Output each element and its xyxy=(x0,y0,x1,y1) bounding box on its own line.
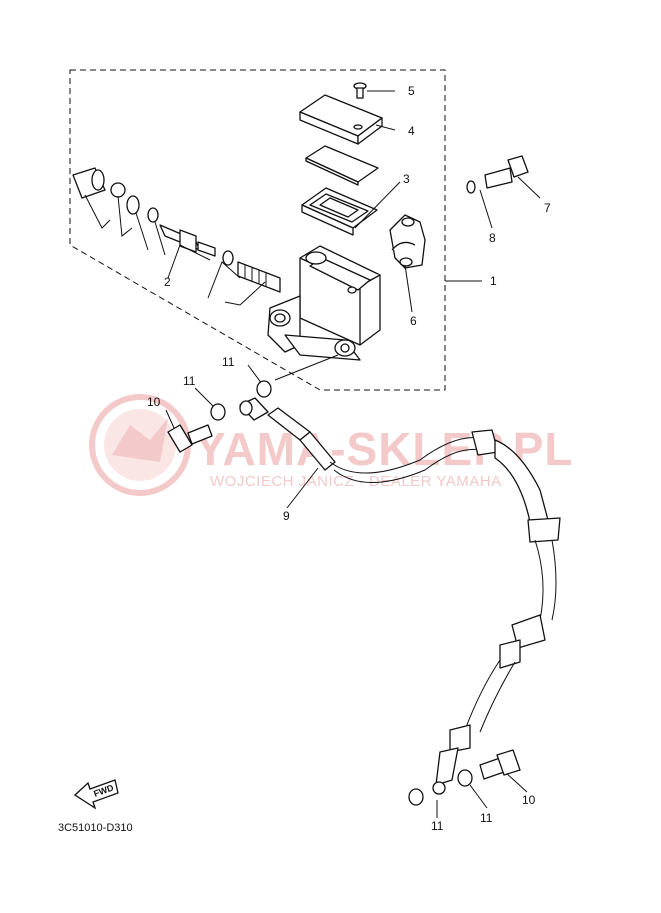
diagram-code: 3C51010-D310 xyxy=(58,822,133,834)
callout-8: 8 xyxy=(489,231,496,245)
callout-4: 4 xyxy=(408,124,415,138)
callout-11-a: 11 xyxy=(222,355,235,369)
assembly-boundary xyxy=(69,69,446,391)
callout-9: 9 xyxy=(283,509,290,523)
diaphragm xyxy=(301,187,378,236)
callout-10-lower: 10 xyxy=(522,793,536,807)
diaphragm-plate xyxy=(305,145,379,186)
callout-11-d: 11 xyxy=(480,811,493,825)
handlebar-clamp xyxy=(389,214,426,269)
washer-11-upper-left xyxy=(210,403,226,421)
washer-11-lower-left xyxy=(408,788,424,806)
callout-3: 3 xyxy=(403,172,410,186)
piston-kit xyxy=(72,167,281,293)
fwd-arrow-icon: FWD xyxy=(73,779,119,810)
washer-8 xyxy=(466,180,476,194)
union-bolt-lower xyxy=(479,749,521,780)
callout-1: 1 xyxy=(490,274,497,288)
reservoir-cap-screw xyxy=(353,82,367,99)
leader-lines xyxy=(84,90,541,818)
callout-11-c: 11 xyxy=(431,819,444,833)
reservoir-cap xyxy=(299,94,383,145)
master-cylinder-body xyxy=(267,245,381,361)
callout-11-b: 11 xyxy=(183,374,196,388)
brake-hose xyxy=(239,397,561,795)
watermark-subtitle: WOJCIECH JANICZ - DEALER YAMAHA xyxy=(210,473,502,490)
callout-7: 7 xyxy=(544,201,551,215)
washer-11-upper-right xyxy=(256,380,272,398)
washer-11-lower-right xyxy=(457,769,473,787)
watermark-logo-icon xyxy=(89,394,191,496)
callout-5: 5 xyxy=(408,84,415,98)
callout-6: 6 xyxy=(410,314,417,328)
union-bolt-upper xyxy=(167,424,213,453)
clamp-bolt xyxy=(484,155,529,189)
callout-2: 2 xyxy=(164,275,171,289)
callout-10-upper: 10 xyxy=(147,395,161,409)
